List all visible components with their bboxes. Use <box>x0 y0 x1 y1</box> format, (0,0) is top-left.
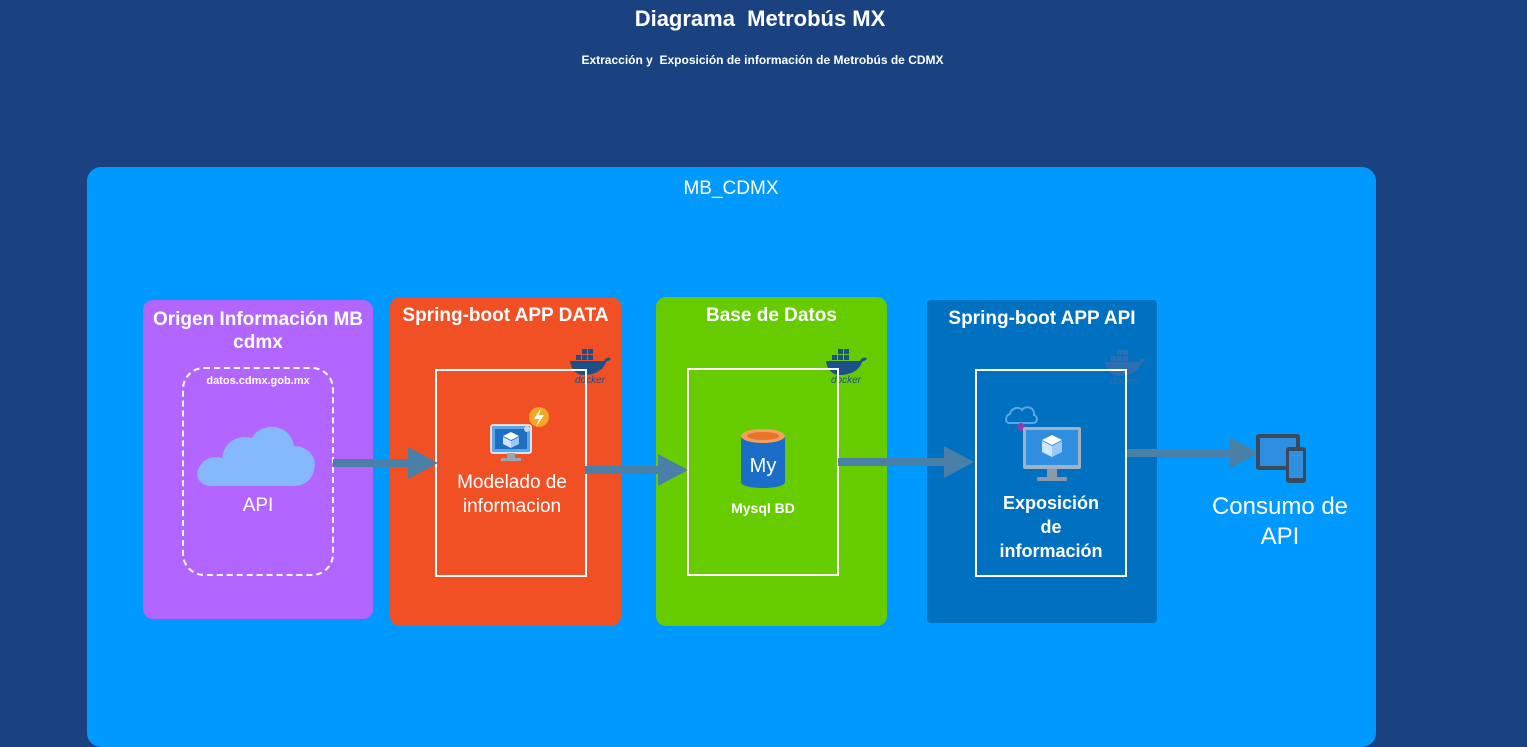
data-app-title: Spring-boot APP DATA <box>402 305 609 326</box>
mysql-label: Mysql BD <box>731 500 795 516</box>
docker-icon: docker <box>826 349 867 386</box>
cloud-icon <box>197 426 315 486</box>
database-box: Base de Datos docker My Mysql BD <box>656 297 887 626</box>
source-url: datos.cdmx.gob.mx <box>206 375 310 387</box>
docker-text: docker <box>575 375 606 386</box>
data-app-box: Spring-boot APP DATA docker Modelado de … <box>390 297 621 626</box>
data-app-service: Modelado de informacion <box>435 369 587 577</box>
database-service: My Mysql BD <box>687 368 839 576</box>
app-service-icon <box>490 407 549 461</box>
cloud-monitor-icon <box>1005 406 1081 481</box>
exposicion-label: Exposición de información <box>999 493 1103 561</box>
mysql-text: My <box>750 455 777 477</box>
api-app-box: Spring-boot APP API docker Exposición de… <box>927 300 1157 623</box>
database-title: Base de Datos <box>706 305 837 326</box>
modelado-label: Modelado de informacion <box>457 472 567 517</box>
api-label: API <box>242 495 274 516</box>
consumo-label: Consumo de API <box>1211 493 1349 550</box>
container-label: MB_CDMX <box>683 178 779 199</box>
api-app-title: Spring-boot APP API <box>948 308 1136 329</box>
diagram-title: Diagrama Metrobús MX <box>634 6 886 31</box>
mysql-database-icon: My <box>741 429 785 488</box>
devices-icon <box>1256 434 1306 483</box>
docker-text: docker <box>831 375 862 386</box>
source-group: datos.cdmx.gob.mx API <box>182 367 334 576</box>
diagram-subtitle: Extracción y Exposición de información d… <box>581 53 944 67</box>
origen-box: Origen Información MB cdmx datos.cdmx.go… <box>143 300 373 619</box>
api-app-service: Exposición de información <box>975 369 1127 577</box>
origen-title: Origen Información MB cdmx <box>152 309 364 353</box>
